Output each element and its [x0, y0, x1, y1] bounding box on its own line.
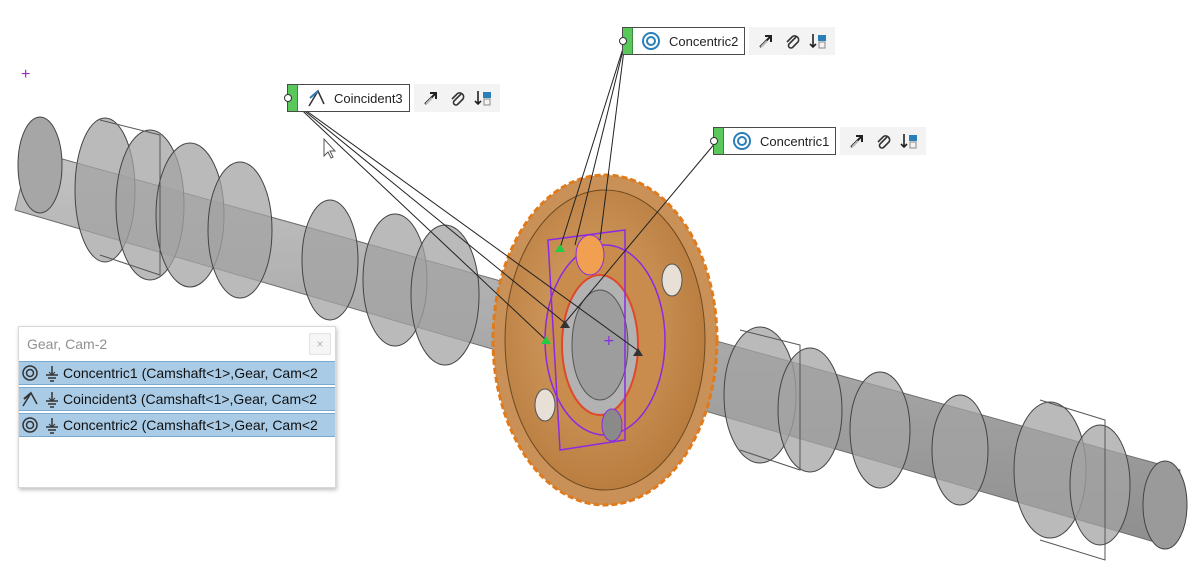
flip-arrow-icon[interactable]: [418, 86, 444, 110]
mates-panel[interactable]: Gear, Cam-2 × Concentric1 (Camshaft<1>,G…: [18, 326, 336, 488]
callout-grip[interactable]: [710, 128, 724, 154]
callout-box[interactable]: Concentric2: [619, 27, 746, 55]
mouse-pointer-icon: [323, 138, 337, 159]
flip-arrow-icon[interactable]: [844, 129, 870, 153]
paperclip-icon[interactable]: [444, 86, 470, 110]
mate-row-coincident3[interactable]: Coincident3 (Camshaft<1>,Gear, Cam<2: [19, 387, 335, 411]
coincident-icon: [19, 389, 41, 409]
coincident-icon: [304, 86, 328, 110]
mate-row-label: Concentric2 (Camshaft<1>,Gear, Cam<2: [63, 417, 318, 433]
mate-ground-icon: [41, 389, 63, 409]
panel-title-text: Gear, Cam-2: [27, 336, 108, 352]
origin-cross-icon: +: [21, 66, 31, 83]
callout-label: Concentric1: [760, 133, 830, 149]
mate-ground-icon: [41, 415, 63, 435]
callout-label: Concentric2: [669, 33, 739, 49]
paperclip-icon[interactable]: [779, 29, 805, 53]
callout-concentric2[interactable]: Concentric2: [619, 27, 836, 57]
callout-grip[interactable]: [619, 28, 633, 54]
origin-marker: +: [603, 333, 615, 349]
callout-box[interactable]: Concentric1: [710, 127, 837, 155]
close-button[interactable]: ×: [309, 333, 331, 355]
callout-box[interactable]: Coincident3: [284, 84, 410, 112]
mate-row-label: Concentric1 (Camshaft<1>,Gear, Cam<2: [63, 365, 318, 381]
concentric-icon: [19, 415, 41, 435]
concentric-icon: [639, 29, 663, 53]
concentric-icon: [19, 363, 41, 383]
mate-row-label: Coincident3 (Camshaft<1>,Gear, Cam<2: [63, 391, 318, 407]
lock-rotation-icon[interactable]: [805, 29, 831, 53]
callout-label: Coincident3: [334, 90, 403, 106]
mate-row-concentric1[interactable]: Concentric1 (Camshaft<1>,Gear, Cam<2: [19, 361, 335, 385]
callout-concentric1[interactable]: Concentric1: [710, 127, 927, 157]
panel-title: Gear, Cam-2 ×: [19, 327, 335, 361]
callout-coincident3[interactable]: Coincident3: [284, 84, 500, 114]
mate-markers: [541, 244, 643, 356]
lock-rotation-icon[interactable]: [896, 129, 922, 153]
mate-row-concentric2[interactable]: Concentric2 (Camshaft<1>,Gear, Cam<2: [19, 413, 335, 437]
paperclip-icon[interactable]: [870, 129, 896, 153]
flip-arrow-icon[interactable]: [753, 29, 779, 53]
gear-cam[interactable]: [491, 173, 719, 507]
leader-lines: [289, 41, 717, 353]
mate-ground-icon: [41, 363, 63, 383]
callout-grip[interactable]: [284, 85, 298, 111]
concentric-icon: [730, 129, 754, 153]
lock-rotation-icon[interactable]: [470, 86, 496, 110]
